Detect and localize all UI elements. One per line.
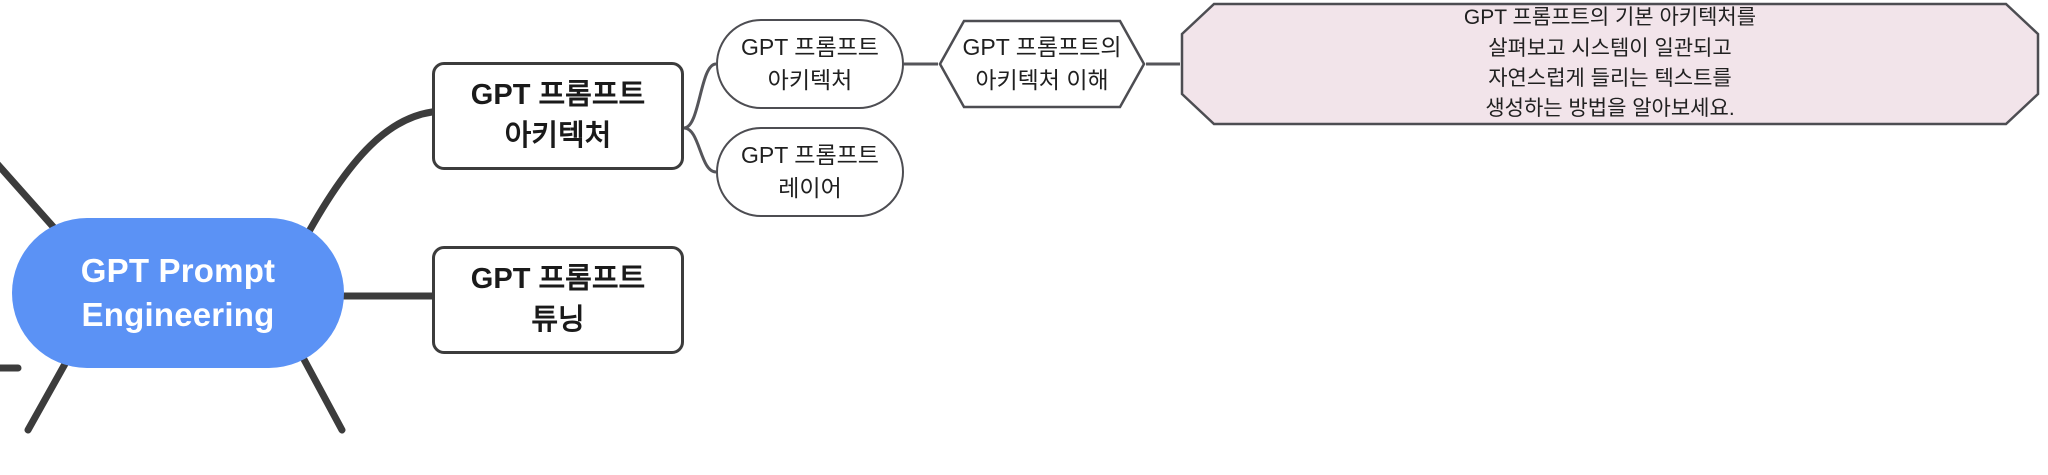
edge-architecture-to-arch-sub-2: [683, 126, 717, 174]
edge-root-offscreen-bottomright: [296, 348, 346, 434]
edge-root-to-architecture: [296, 108, 436, 252]
root-node[interactable]: GPT Prompt Engineering: [12, 218, 344, 368]
child-node-arch-sub-2-label: GPT 프롬프트 레이어: [741, 142, 879, 201]
edge-architecture-to-arch-sub-1: [683, 62, 717, 130]
branch-node-architecture[interactable]: GPT 프롬프트 아키텍처: [432, 62, 684, 170]
child-node-arch-understand-label: GPT 프롬프트의 아키텍처 이해: [962, 34, 1122, 93]
root-node-label: GPT Prompt Engineering: [80, 251, 276, 333]
edge-root-offscreen-bottomleft: [24, 351, 74, 434]
note-node-arch-note[interactable]: GPT 프롬프트의 기본 아키텍처를 살펴보고 시스템이 일관되고 자연스럽게 …: [1180, 2, 2040, 126]
child-node-arch-sub-1-label: GPT 프롬프트 아키텍처: [741, 34, 879, 93]
hexagon-shape: [938, 19, 1146, 109]
branch-node-tuning[interactable]: GPT 프롬프트 튜닝: [432, 246, 684, 354]
octagon-shape: [1180, 2, 2040, 126]
branch-node-architecture-label: GPT 프롬프트 아키텍처: [470, 78, 646, 152]
note-node-arch-note-label: GPT 프롬프트의 기본 아키텍처를 살펴보고 시스템이 일관되고 자연스럽게 …: [1463, 6, 1757, 121]
branch-node-tuning-label: GPT 프롬프트 튜닝: [470, 262, 646, 336]
child-node-arch-sub-1[interactable]: GPT 프롬프트 아키텍처: [716, 19, 904, 109]
child-node-arch-sub-2[interactable]: GPT 프롬프트 레이어: [716, 127, 904, 217]
child-node-arch-understand[interactable]: GPT 프롬프트의 아키텍처 이해: [938, 19, 1146, 109]
